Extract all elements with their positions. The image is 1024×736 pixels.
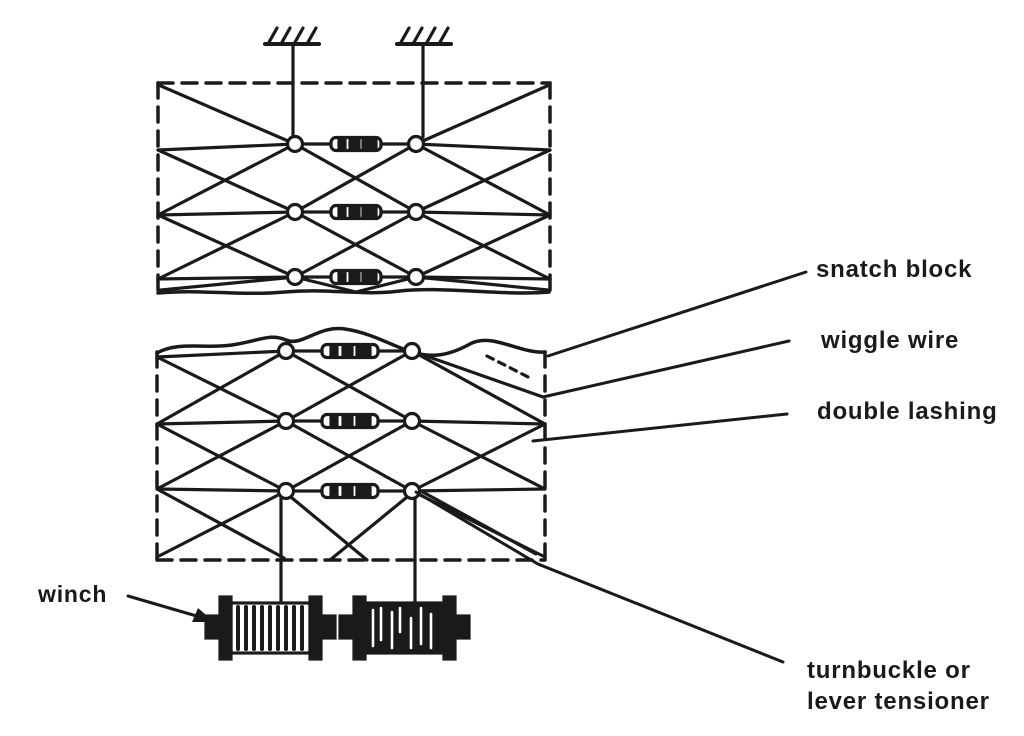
top-lashing-grid — [156, 84, 552, 294]
top-turnbuckle-rows — [285, 134, 426, 287]
wiggle-wire-top-edge — [155, 326, 547, 358]
snatch-block — [402, 481, 422, 501]
turnbuckle — [300, 135, 411, 153]
label-wiggle-wire: wiggle wire — [821, 327, 960, 354]
leader-lines — [126, 270, 808, 664]
snatch-block — [276, 411, 296, 431]
turnbuckle — [300, 268, 411, 286]
winch-right — [338, 595, 471, 661]
bottom-lashing-grid — [155, 349, 547, 562]
bottom-turnbuckle-rows — [276, 341, 422, 501]
label-snatch-block: snatch block — [816, 256, 973, 283]
top-cargo-bottom-edge — [156, 287, 551, 296]
snatch-block — [402, 341, 422, 361]
snatch-block — [285, 202, 305, 222]
snatch-block — [402, 411, 422, 431]
leader-snatch-block — [546, 270, 808, 358]
bottom-cargo-outline — [155, 350, 547, 562]
snatch-block — [406, 267, 426, 287]
winch-arrowhead — [192, 608, 214, 622]
turnbuckle — [291, 412, 407, 430]
leader-turnbuckle — [414, 490, 785, 664]
label-turnbuckle-line1: turnbuckle or — [807, 657, 971, 684]
turnbuckle — [300, 203, 411, 221]
winch-left — [204, 595, 337, 661]
label-turnbuckle-line2: lever tensioner — [807, 688, 990, 715]
label-winch: winch — [38, 581, 108, 607]
leader-double-lashing — [531, 412, 789, 443]
ground-anchor-left — [263, 26, 321, 139]
turnbuckle — [291, 482, 407, 500]
snatch-block — [406, 202, 426, 222]
top-cargo-outline — [156, 81, 552, 293]
snatch-block — [406, 134, 426, 154]
snatch-block — [285, 134, 305, 154]
ground-anchor-right — [395, 26, 453, 139]
label-double-lashing: double lashing — [817, 398, 998, 425]
label-turnbuckle-or-lever-tensioner: turnbuckle or lever tensioner — [807, 655, 990, 717]
snatch-block — [276, 481, 296, 501]
leader-wiggle-wire — [541, 339, 791, 399]
turnbuckle — [291, 342, 407, 360]
snatch-block — [285, 267, 305, 287]
winch-arrow-shaft — [126, 594, 202, 619]
snatch-block — [276, 341, 296, 361]
